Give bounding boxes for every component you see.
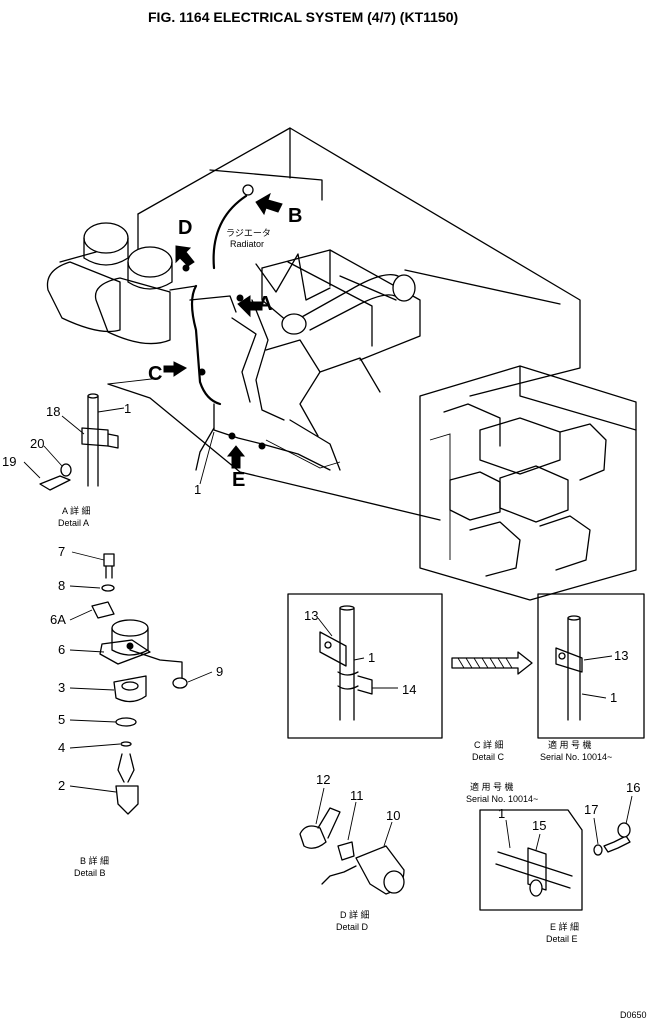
figure-title: FIG. 1164 ELECTRICAL SYSTEM (4/7) (KT115… [148, 9, 458, 25]
view-letter-c: C [148, 363, 162, 385]
callout-17: 17 [584, 802, 598, 817]
radiator-label-jp: ラジエータ [226, 228, 271, 238]
detail-c [317, 605, 398, 721]
callout-20: 20 [30, 436, 44, 451]
callout-1-detail-a: 1 [124, 401, 131, 416]
callout-6a: 6A [50, 612, 66, 627]
callout-4: 4 [58, 740, 65, 755]
serial-e-caption-jp: 適 用 号 機 [470, 781, 514, 792]
callout-10: 10 [386, 808, 400, 823]
detail-d-caption: Detail D [336, 922, 369, 932]
callout-19: 19 [2, 454, 16, 469]
callout-2: 2 [58, 778, 65, 793]
callout-18: 18 [46, 404, 60, 419]
view-letter-a: A [258, 293, 272, 315]
callout-5: 5 [58, 712, 65, 727]
view-letter-b: B [288, 205, 302, 227]
callout-6: 6 [58, 642, 65, 657]
detail-a [23, 393, 125, 491]
callout-9: 9 [216, 664, 223, 679]
view-letter-e: E [232, 469, 245, 491]
callout-13-serial: 13 [614, 648, 628, 663]
callout-7: 7 [58, 544, 65, 559]
callout-1-serial: 1 [610, 690, 617, 705]
detail-d-caption-jp: D 詳 細 [340, 909, 370, 920]
detail-e [495, 795, 633, 897]
drawing-code: D0650 [620, 1010, 647, 1020]
detail-e-box [479, 809, 583, 911]
serial-e-caption: Serial No. 10014~ [466, 794, 538, 804]
callout-12: 12 [316, 772, 330, 787]
callout-15: 15 [532, 818, 546, 833]
callout-14: 14 [402, 682, 416, 697]
callout-8: 8 [58, 578, 65, 593]
engine-assembly [46, 127, 637, 601]
callout-1-c: 1 [368, 650, 375, 665]
view-letter-d: D [178, 217, 192, 239]
detail-b-caption: Detail B [74, 868, 106, 878]
detail-e-caption-jp: E 詳 細 [550, 921, 579, 932]
serial-caption: Serial No. 10014~ [540, 752, 612, 762]
radiator-label: Radiator [230, 239, 264, 249]
detail-b-caption-jp: B 詳 細 [80, 855, 109, 866]
callout-3: 3 [58, 680, 65, 695]
callout-16: 16 [626, 780, 640, 795]
callout-11: 11 [350, 788, 364, 803]
callout-1-e: 1 [498, 806, 505, 821]
detail-d [299, 787, 405, 895]
detail-e-caption: Detail E [546, 934, 578, 944]
serial-caption-jp: 適 用 号 機 [548, 739, 592, 750]
detail-b [69, 551, 213, 815]
change-arrow [451, 651, 533, 675]
detail-c-caption: Detail C [472, 752, 505, 762]
detail-a-caption: Detail A [58, 518, 89, 528]
detail-a-caption-jp: A 詳 細 [62, 505, 91, 516]
detail-c-box [287, 593, 443, 739]
callout-1-main: 1 [194, 482, 201, 497]
detail-c-new [555, 615, 613, 721]
callout-13-c: 13 [304, 608, 318, 623]
serial-box [537, 593, 645, 739]
detail-c-caption-jp: C 詳 細 [474, 739, 504, 750]
